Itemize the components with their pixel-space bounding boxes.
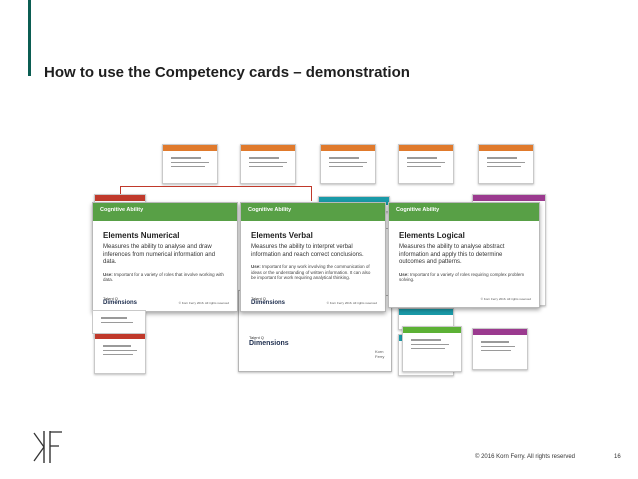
- card-title: Elements Verbal: [251, 231, 313, 240]
- behind-card-brand: Dimensions: [249, 340, 289, 347]
- card-use-label: Use:: [251, 264, 261, 269]
- competency-card: Cognitive Ability Elements Logical Measu…: [388, 202, 540, 308]
- small-card: [320, 144, 376, 184]
- accent-line: [28, 0, 31, 76]
- behind-card-copyright: Korn Ferry: [375, 349, 385, 359]
- small-card: [478, 144, 534, 184]
- small-card: [92, 310, 146, 334]
- page-number: 16: [614, 454, 621, 460]
- card-use-label: Use:: [103, 271, 113, 277]
- card-use-text: Important for any work involving the com…: [251, 264, 371, 280]
- card-use-label: Use:: [399, 271, 409, 277]
- card-description: Measures the ability to interpret verbal…: [251, 244, 364, 258]
- card-category: Cognitive Ability: [93, 203, 237, 221]
- card-copyright: © Korn Ferry 2016. All rights reserved: [480, 297, 531, 301]
- korn-ferry-logo: [33, 431, 62, 463]
- card-title: Elements Logical: [399, 231, 465, 240]
- small-card: [398, 308, 454, 330]
- behind-card-brand-top: Talent Q: [249, 335, 264, 340]
- card-title: Elements Numerical: [103, 231, 180, 240]
- small-card: [472, 328, 528, 370]
- card-use-text: Important for a variety of roles that in…: [103, 271, 224, 283]
- competency-card: Cognitive Ability Elements Numerical Mea…: [92, 202, 238, 312]
- competency-cards-illustration: Talent Q Dimensions Korn Ferry p s s Cog…: [92, 140, 548, 376]
- card-description: Measures the ability to analyse abstract…: [399, 244, 505, 265]
- copyright-text: © 2016 Korn Ferry. All rights reserved: [475, 454, 576, 460]
- small-card: [94, 332, 146, 374]
- slide-title: How to use the Competency cards – demons…: [44, 64, 410, 81]
- card-copyright: © Korn Ferry 2016. All rights reserved: [326, 301, 377, 305]
- card-copyright: © Korn Ferry 2016. All rights reserved: [178, 301, 229, 305]
- competency-card: Cognitive Ability Elements Verbal Measur…: [240, 202, 386, 312]
- small-card: [240, 144, 296, 184]
- card-category: Cognitive Ability: [241, 203, 385, 221]
- small-card: [162, 144, 218, 184]
- card-category: Cognitive Ability: [389, 203, 539, 221]
- small-card: [402, 326, 462, 372]
- red-bracket: [120, 186, 312, 201]
- small-card: [398, 144, 454, 184]
- card-description: Measures the ability to analyse and draw…: [103, 244, 216, 265]
- card-use-text: Important for a variety of roles requiri…: [399, 271, 525, 283]
